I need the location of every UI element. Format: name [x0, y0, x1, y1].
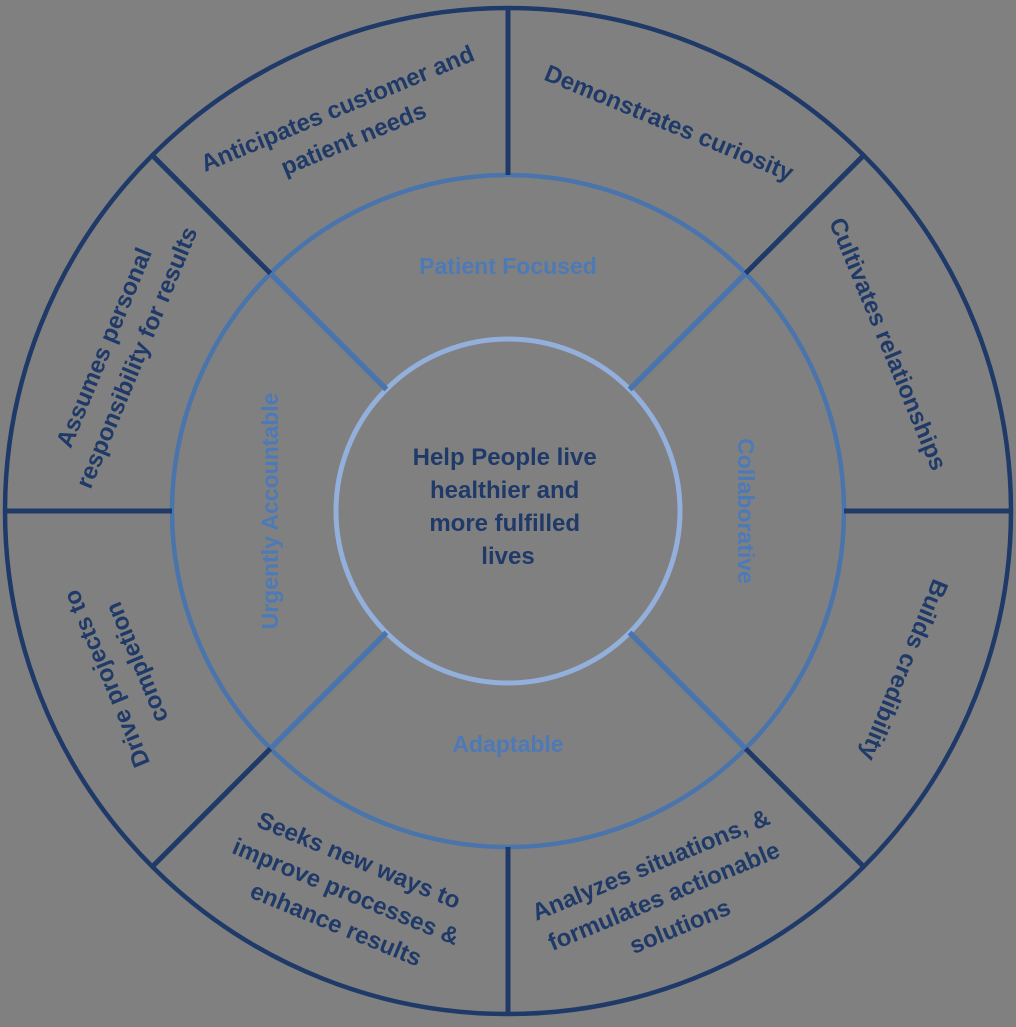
behavior-label-seeks-new-ways: Seeks new ways to improve processes & en… — [215, 802, 482, 985]
behavior-line: Demonstrates curiosity — [540, 60, 797, 187]
behavior-label-cultivates-relationships: Cultivates relationships — [823, 214, 952, 474]
center-line: lives — [481, 543, 534, 570]
center-line: Help People live — [413, 444, 597, 471]
behavior-line: Cultivates relationships — [823, 214, 952, 474]
behavior-label-anticipates: Anticipates customer and patient needs — [197, 38, 498, 209]
mid-divider-se — [627, 630, 748, 751]
center-line: healthier and — [430, 477, 579, 504]
center-line: more fulfilled — [429, 510, 580, 537]
behavior-label-builds-credibility: Builds credibility — [854, 575, 953, 765]
value-label-collaborative: Collaborative — [733, 438, 759, 584]
divider-bottom-left — [150, 746, 273, 869]
behavior-label-drive-projects: Drive projects to completion — [56, 567, 187, 771]
divider-bottom-right — [743, 746, 866, 869]
divider-top-left — [150, 153, 273, 276]
center-mission-text: Help People live healthier and more fulf… — [413, 444, 604, 570]
behavior-label-analyzes-situations: Analyzes situations, & formulates action… — [528, 802, 806, 990]
value-label-urgently-accountable: Urgently Accountable — [257, 393, 283, 630]
outer-ring-dividers — [5, 8, 1011, 1014]
value-label-patient-focused: Patient Focused — [419, 253, 597, 279]
mid-divider-nw — [268, 271, 389, 392]
behavior-line: Builds credibility — [854, 575, 953, 765]
mid-divider-ne — [627, 271, 748, 392]
middle-ring-dividers — [268, 271, 748, 751]
divider-top-right — [743, 153, 866, 276]
mid-divider-sw — [268, 630, 389, 751]
behavior-label-demonstrates-curiosity: Demonstrates curiosity — [540, 60, 797, 187]
inner-circle — [333, 336, 683, 686]
value-label-adaptable: Adaptable — [452, 731, 563, 757]
